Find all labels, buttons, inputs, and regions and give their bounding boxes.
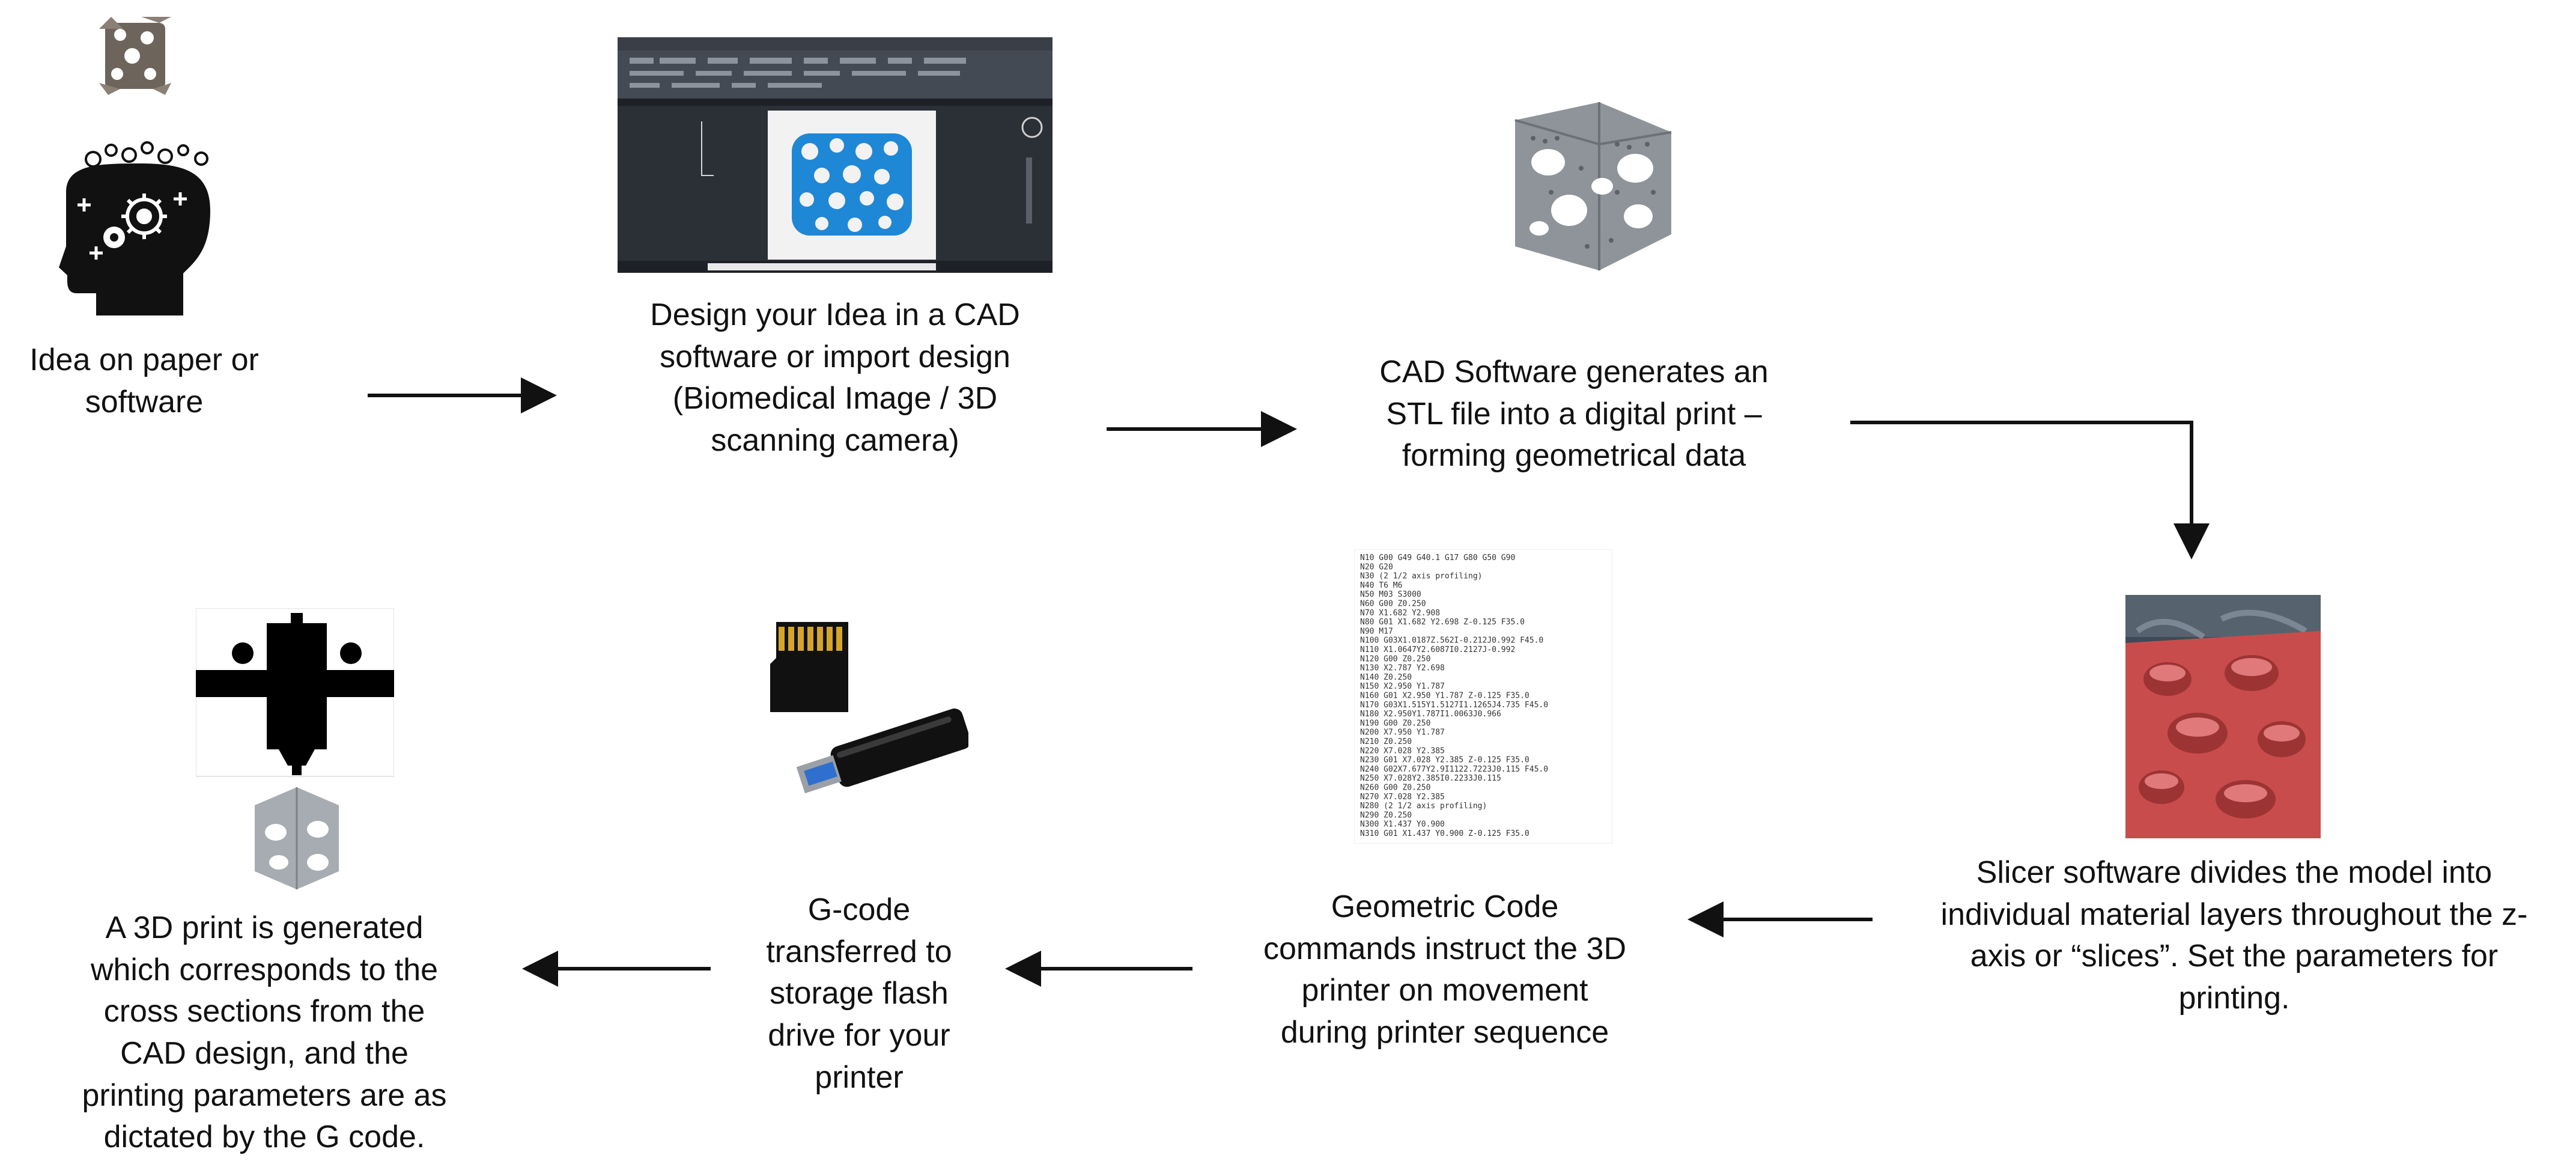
step-idea-label: Idea on paper or software	[29, 343, 259, 419]
gcode-line: N130 X2.787 Y2.698	[1360, 664, 1445, 673]
bubbles	[85, 141, 208, 168]
gcode-line: N20 G20	[1360, 562, 1393, 571]
sliced-model-icon	[2125, 595, 2321, 838]
gcode-line: N70 X1.682 Y2.908	[1360, 609, 1440, 618]
usb-drive-icon	[796, 708, 968, 794]
gcode-line: N280 (2 1/2 axis profiling)	[1360, 802, 1487, 811]
blue-lattice	[792, 133, 912, 236]
gcode-line: N40 T6 M6	[1360, 581, 1402, 590]
step-gcode-label: Geometric Code commands instruct the 3D …	[1263, 889, 1627, 1050]
lattice-model-icon	[1514, 102, 1672, 270]
gcode-line: N60 G00 Z0.250	[1360, 600, 1426, 609]
gcode-line: N90 M17	[1360, 627, 1393, 636]
gcode-line: N190 G00 Z0.250	[1360, 719, 1430, 728]
gcode-line: N160 G01 X2.950 Y1.787 Z-0.125 F35.0	[1360, 692, 1530, 701]
gcode-line: N10 G00 G49 G40.1 G17 G80 G50 G90	[1360, 553, 1515, 562]
gcode-line: N150 X2.950 Y1.787	[1360, 682, 1445, 691]
head-gears-icon	[59, 17, 210, 315]
cad-window-icon	[618, 37, 1053, 273]
gcode-line: N310 G01 X1.437 Y0.900 Z-0.125 F35.0	[1360, 829, 1530, 838]
gcode-line: N170 G03X1.515Y1.5127I1.1265J4.735 F45.0	[1360, 701, 1548, 710]
gcode-line: N120 G00 Z0.250	[1360, 654, 1430, 663]
head-silhouette	[59, 163, 210, 315]
gcode-line: N200 X7.950 Y1.787	[1360, 728, 1445, 737]
gcode-line: N250 X7.028Y2.385I0.2233J0.115	[1360, 774, 1501, 783]
gcode-line: N290 Z0.250	[1360, 811, 1412, 820]
gcode-line: N260 G00 Z0.250	[1360, 784, 1430, 793]
arrow-stl-to-slicer	[1850, 421, 2210, 559]
gcode-line: N50 M03 S3000	[1360, 590, 1421, 599]
gcode-line: N30 (2 1/2 axis profiling)	[1360, 572, 1483, 581]
gcode-line: N180 X2.950Y1.787I1.0063J0.966	[1360, 710, 1501, 719]
sd-card-usb-icon	[770, 622, 968, 794]
gcode-line: N240 G02X7.677Y2.9I1122.7223J0.115 F45.0	[1360, 765, 1548, 774]
gcode-line: N300 X1.437 Y0.900	[1360, 820, 1445, 829]
printed-part-icon	[255, 787, 339, 889]
gcode-line: N230 G01 X7.028 Y2.385 Z-0.125 F35.0	[1360, 756, 1530, 765]
gcode-line: N270 X7.028 Y2.385	[1360, 793, 1445, 802]
printer-nozzle-icon	[196, 608, 394, 889]
step-slicer-label: Slicer software divides the model into i…	[1940, 855, 2528, 1016]
gcode-line: N140 Z0.250	[1360, 673, 1412, 682]
gcode-line: N80 G01 X1.682 Y2.698 Z-0.125 F35.0	[1360, 618, 1525, 627]
gcode-line: N100 G03X1.0187Z.562I-0.212J0.992 F45.0	[1360, 636, 1543, 645]
step-stl-label: CAD Software generates an STL file into …	[1379, 355, 1769, 474]
lattice-cube-small	[99, 17, 171, 95]
step-print-label: A 3D print is generated which correspond…	[82, 910, 447, 1155]
step-transfer-label: G-code transferred to storage flash driv…	[766, 892, 952, 1095]
gcode-line: N110 X1.0647Y2.6087I0.2127J-0.992	[1360, 645, 1515, 654]
gcode-line: N220 X7.028 Y2.385	[1360, 746, 1445, 755]
gcode-line: N210 Z0.250	[1360, 737, 1412, 746]
step-design-label: Design your Idea in a CAD software or im…	[650, 297, 1020, 459]
sd-card-icon	[770, 622, 848, 712]
